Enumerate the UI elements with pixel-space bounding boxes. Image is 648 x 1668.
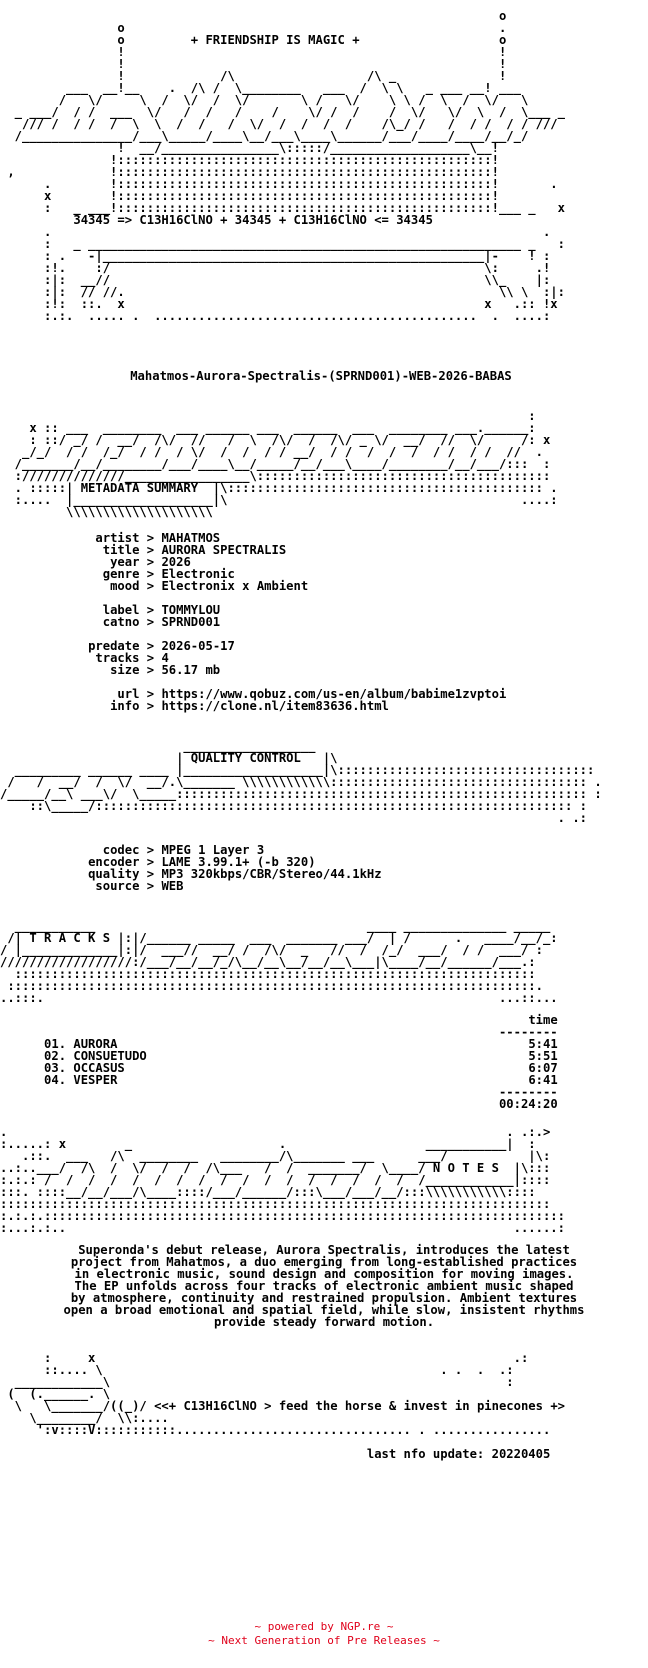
header-ascii-art: o o . o + FRIENDSHIP IS MAGIC + o ! [7, 9, 565, 215]
metadata-value: https://www.qobuz.com/us-en/album/babime… [161, 687, 507, 701]
metadata-key: tracks [95, 651, 140, 665]
quality-value: LAME 3.99.1+ (-b 320) [161, 855, 316, 869]
track-title: 01. AURORA [44, 1037, 118, 1051]
metadata-key: label [102, 603, 140, 617]
metadata-key: info [110, 699, 140, 713]
metadata-value: 4 [161, 651, 169, 665]
footer: ~ powered by NGP.re ~ ~ Next Generation … [0, 1620, 648, 1648]
metadata-key: predate [88, 639, 140, 653]
track-time: 6:41 [528, 1073, 558, 1087]
metadata-row: genre > Electronic [102, 567, 235, 581]
metadata-value: AURORA SPECTRALIS [161, 543, 287, 557]
metadata-value: 2026-05-17 [161, 639, 235, 653]
metadata-key: genre [102, 567, 140, 581]
track-row: 01. AURORA 5:41 [0, 1038, 648, 1050]
metadata-row: artist > MAHATMOS [95, 531, 221, 545]
metadata-value: Electronix x Ambient [161, 579, 309, 593]
outro-tagline-line: \ \_______/((_)/ <<+ C13H16ClNO > feed t… [0, 1399, 565, 1413]
metadata-list: artist > MAHATMOS title > AURORA SPECTRA… [0, 532, 648, 712]
metadata-value: TOMMYLOU [161, 603, 221, 617]
quality-value: WEB [161, 879, 184, 893]
track-title: 04. VESPER [44, 1073, 118, 1087]
metadata-row: catno > SPRND001 [102, 615, 221, 629]
molecule-banner: 34345 => C13H16ClNO + 34345 + C13H16ClNO… [73, 213, 433, 227]
quality-key: encoder [88, 855, 140, 869]
track-row: 03. OCCASUS 6:07 [0, 1062, 648, 1074]
metadata-row: url > https://www.qobuz.com/us-en/album/… [117, 687, 507, 701]
metadata-row: title > AURORA SPECTRALIS [102, 543, 287, 557]
notes-ascii-art: . . .:.> :.....: x _ . ___________| : .:… [0, 1125, 565, 1235]
outro-tagline: <<+ C13H16ClNO > feed the horse & invest… [154, 1399, 565, 1413]
metadata-key: size [110, 663, 140, 677]
outro-ascii-art-lower: \________/ \\:.... ':v::::V:::::::::::..… [29, 1411, 551, 1437]
metadata-value: https://clone.nl/item83636.html [161, 699, 389, 713]
quality-ascii-art: __________________ | QUALITY CONTROL |\ … [0, 739, 602, 825]
metadata-row: year > 2026 [110, 555, 191, 569]
quality-key: quality [88, 867, 140, 881]
track-row: 02. CONSUETUDO 5:51 [0, 1050, 648, 1062]
metadata-row: info > https://clone.nl/item83636.html [110, 699, 389, 713]
metadata-key: artist [95, 531, 140, 545]
tracks-total-rule: -------- [0, 1085, 558, 1099]
quality-row: encoder > LAME 3.99.1+ (-b 320) [88, 855, 316, 869]
quality-row: codec > MPEG 1 Layer 3 [102, 843, 265, 857]
metadata-row: label > TOMMYLOU [102, 603, 221, 617]
tracks-ascii-art: ___________ ____ ______________ _____ /|… [0, 919, 558, 1005]
last-update-line: last nfo update: 20220405 [0, 1448, 648, 1460]
outro-ascii-art: : x .: ::.... \ . . . .: ____________\ [7, 1351, 529, 1401]
footer-tagline: ~ Next Generation of Pre Releases ~ [208, 1634, 440, 1647]
tracks-time-header: time [528, 1013, 558, 1027]
last-update: last nfo update: 20220405 [366, 1447, 551, 1461]
metadata-row: size > 56.17 mb [110, 663, 221, 677]
quality-value: MP3 320kbps/CBR/Stereo/44.1kHz [161, 867, 382, 881]
metadata-row: predate > 2026-05-17 [88, 639, 235, 653]
tracks-header-line: time [0, 1014, 648, 1026]
release-name: Mahatmos-Aurora-Spectralis-(SPRND001)-WE… [130, 369, 512, 383]
metadata-value: SPRND001 [161, 615, 221, 629]
track-time: 5:51 [528, 1049, 558, 1063]
tracks-total: 00:24:20 [498, 1097, 558, 1111]
track-title: 03. OCCASUS [44, 1061, 125, 1075]
notes-text: Superonda's debut release, Aurora Spectr… [63, 1243, 585, 1329]
metadata-key: title [102, 543, 140, 557]
track-time: 5:41 [528, 1037, 558, 1051]
metadata-value: 2026 [161, 555, 191, 569]
metadata-key: mood [110, 579, 140, 593]
metadata-row: tracks > 4 [95, 651, 169, 665]
tracks-list: 01. AURORA 5:41 02. CONSUETUDO 5:51 03. … [0, 1038, 648, 1086]
track-row: 04. VESPER 6:41 [0, 1074, 648, 1086]
quality-row: quality > MP3 320kbps/CBR/Stereo/44.1kHz [88, 867, 382, 881]
tracks-total-line: 00:24:20 [0, 1098, 648, 1110]
quality-row: source > WEB [95, 879, 184, 893]
metadata-row: mood > Electronix x Ambient [110, 579, 309, 593]
metadata-key: year [110, 555, 140, 569]
tracks-header-rule: -------- [0, 1025, 558, 1039]
metadata-value: Electronic [161, 567, 235, 581]
metadata-value: MAHATMOS [161, 531, 221, 545]
track-time: 6:07 [528, 1061, 558, 1075]
footer-powered-by: ~ powered by NGP.re ~ [254, 1620, 394, 1633]
quality-key: codec [102, 843, 140, 857]
metadata-key: url [117, 687, 140, 701]
header-ascii-art-lower: . . : _ ________________________________… [44, 225, 565, 323]
quality-key: source [95, 879, 140, 893]
track-title: 02. CONSUETUDO [44, 1049, 147, 1063]
quality-value: MPEG 1 Layer 3 [161, 843, 265, 857]
metadata-value: 56.17 mb [161, 663, 221, 677]
metadata-key: catno [102, 615, 140, 629]
quality-list: codec > MPEG 1 Layer 3 encoder > LAME 3.… [0, 844, 648, 892]
nfo-document: o o . o + FRIENDSHIP IS MAGIC + o ! [0, 9, 648, 1460]
molecule-banner-line: 34345 => C13H16ClNO + 34345 + C13H16ClNO… [0, 214, 648, 226]
metadata-ascii-art: : x :: ___ ________ ___ ______ ___ _____… [14, 409, 558, 519]
